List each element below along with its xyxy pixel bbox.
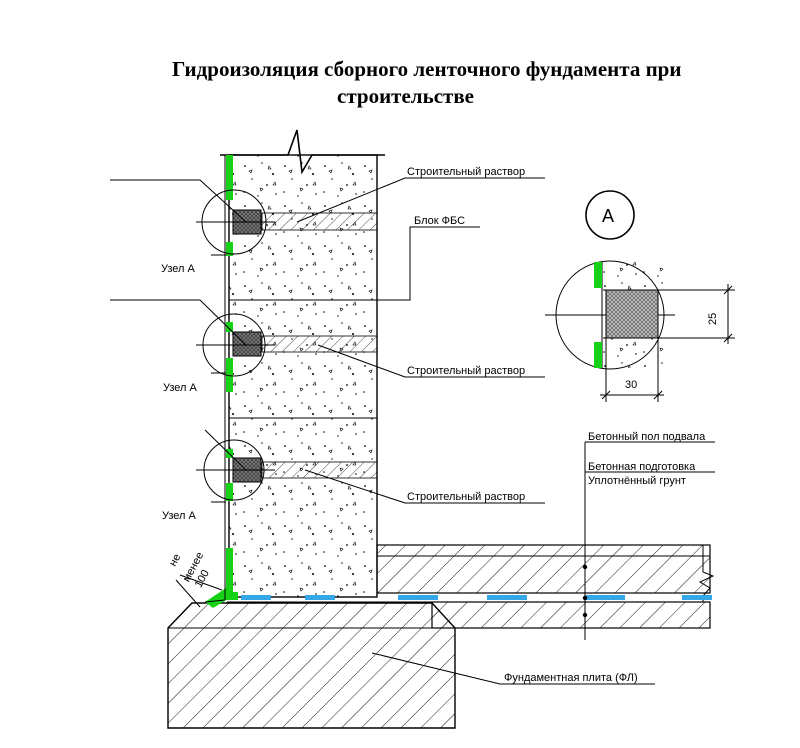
label-foundation-slab: Фундаментная плита (ФЛ): [504, 672, 638, 684]
floor-leaders: [582, 441, 715, 640]
break-line-top: [220, 129, 385, 175]
detail-dim-width: 30: [625, 379, 637, 391]
mortar-joint-1: [261, 212, 378, 231]
label-basement-floor: Бетонный пол подвала: [588, 431, 706, 443]
label-mortar-1: Строительный раствор: [407, 166, 525, 178]
seal-insert-2: [232, 331, 262, 357]
node-circles: [196, 189, 275, 501]
mortar-joint-3: [261, 461, 378, 479]
diagram-title-line1: Гидроизоляция сборного ленточного фундам…: [172, 57, 681, 81]
label-compacted-soil: Уплотнённый грунт: [588, 475, 686, 487]
detail-letter: А: [602, 206, 614, 226]
label-concrete-prep: Бетонная подготовка: [588, 461, 696, 473]
basement-floor: [376, 544, 711, 594]
blue-waterproofing: [241, 595, 712, 600]
min-label-a: не: [167, 552, 183, 568]
detail-dim-height: 25: [707, 313, 719, 325]
label-mortar-2: Строительный раствор: [407, 365, 525, 377]
mortar-joint-2: [261, 335, 378, 353]
node-label-2: Узел А: [163, 382, 198, 394]
node-label-1: Узел А: [161, 263, 196, 275]
foundation-slab: [167, 602, 456, 729]
diagram-title-line2: строительстве: [337, 84, 474, 108]
concrete-preparation: [227, 601, 711, 629]
right-leaders: [233, 177, 655, 685]
left-leaders: [110, 179, 247, 503]
label-mortar-3: Строительный раствор: [407, 491, 525, 503]
detail-a: А 25 30: [545, 190, 735, 402]
node-label-3: Узел А: [162, 510, 197, 522]
label-fbs-block: Блок ФБС: [414, 215, 465, 227]
